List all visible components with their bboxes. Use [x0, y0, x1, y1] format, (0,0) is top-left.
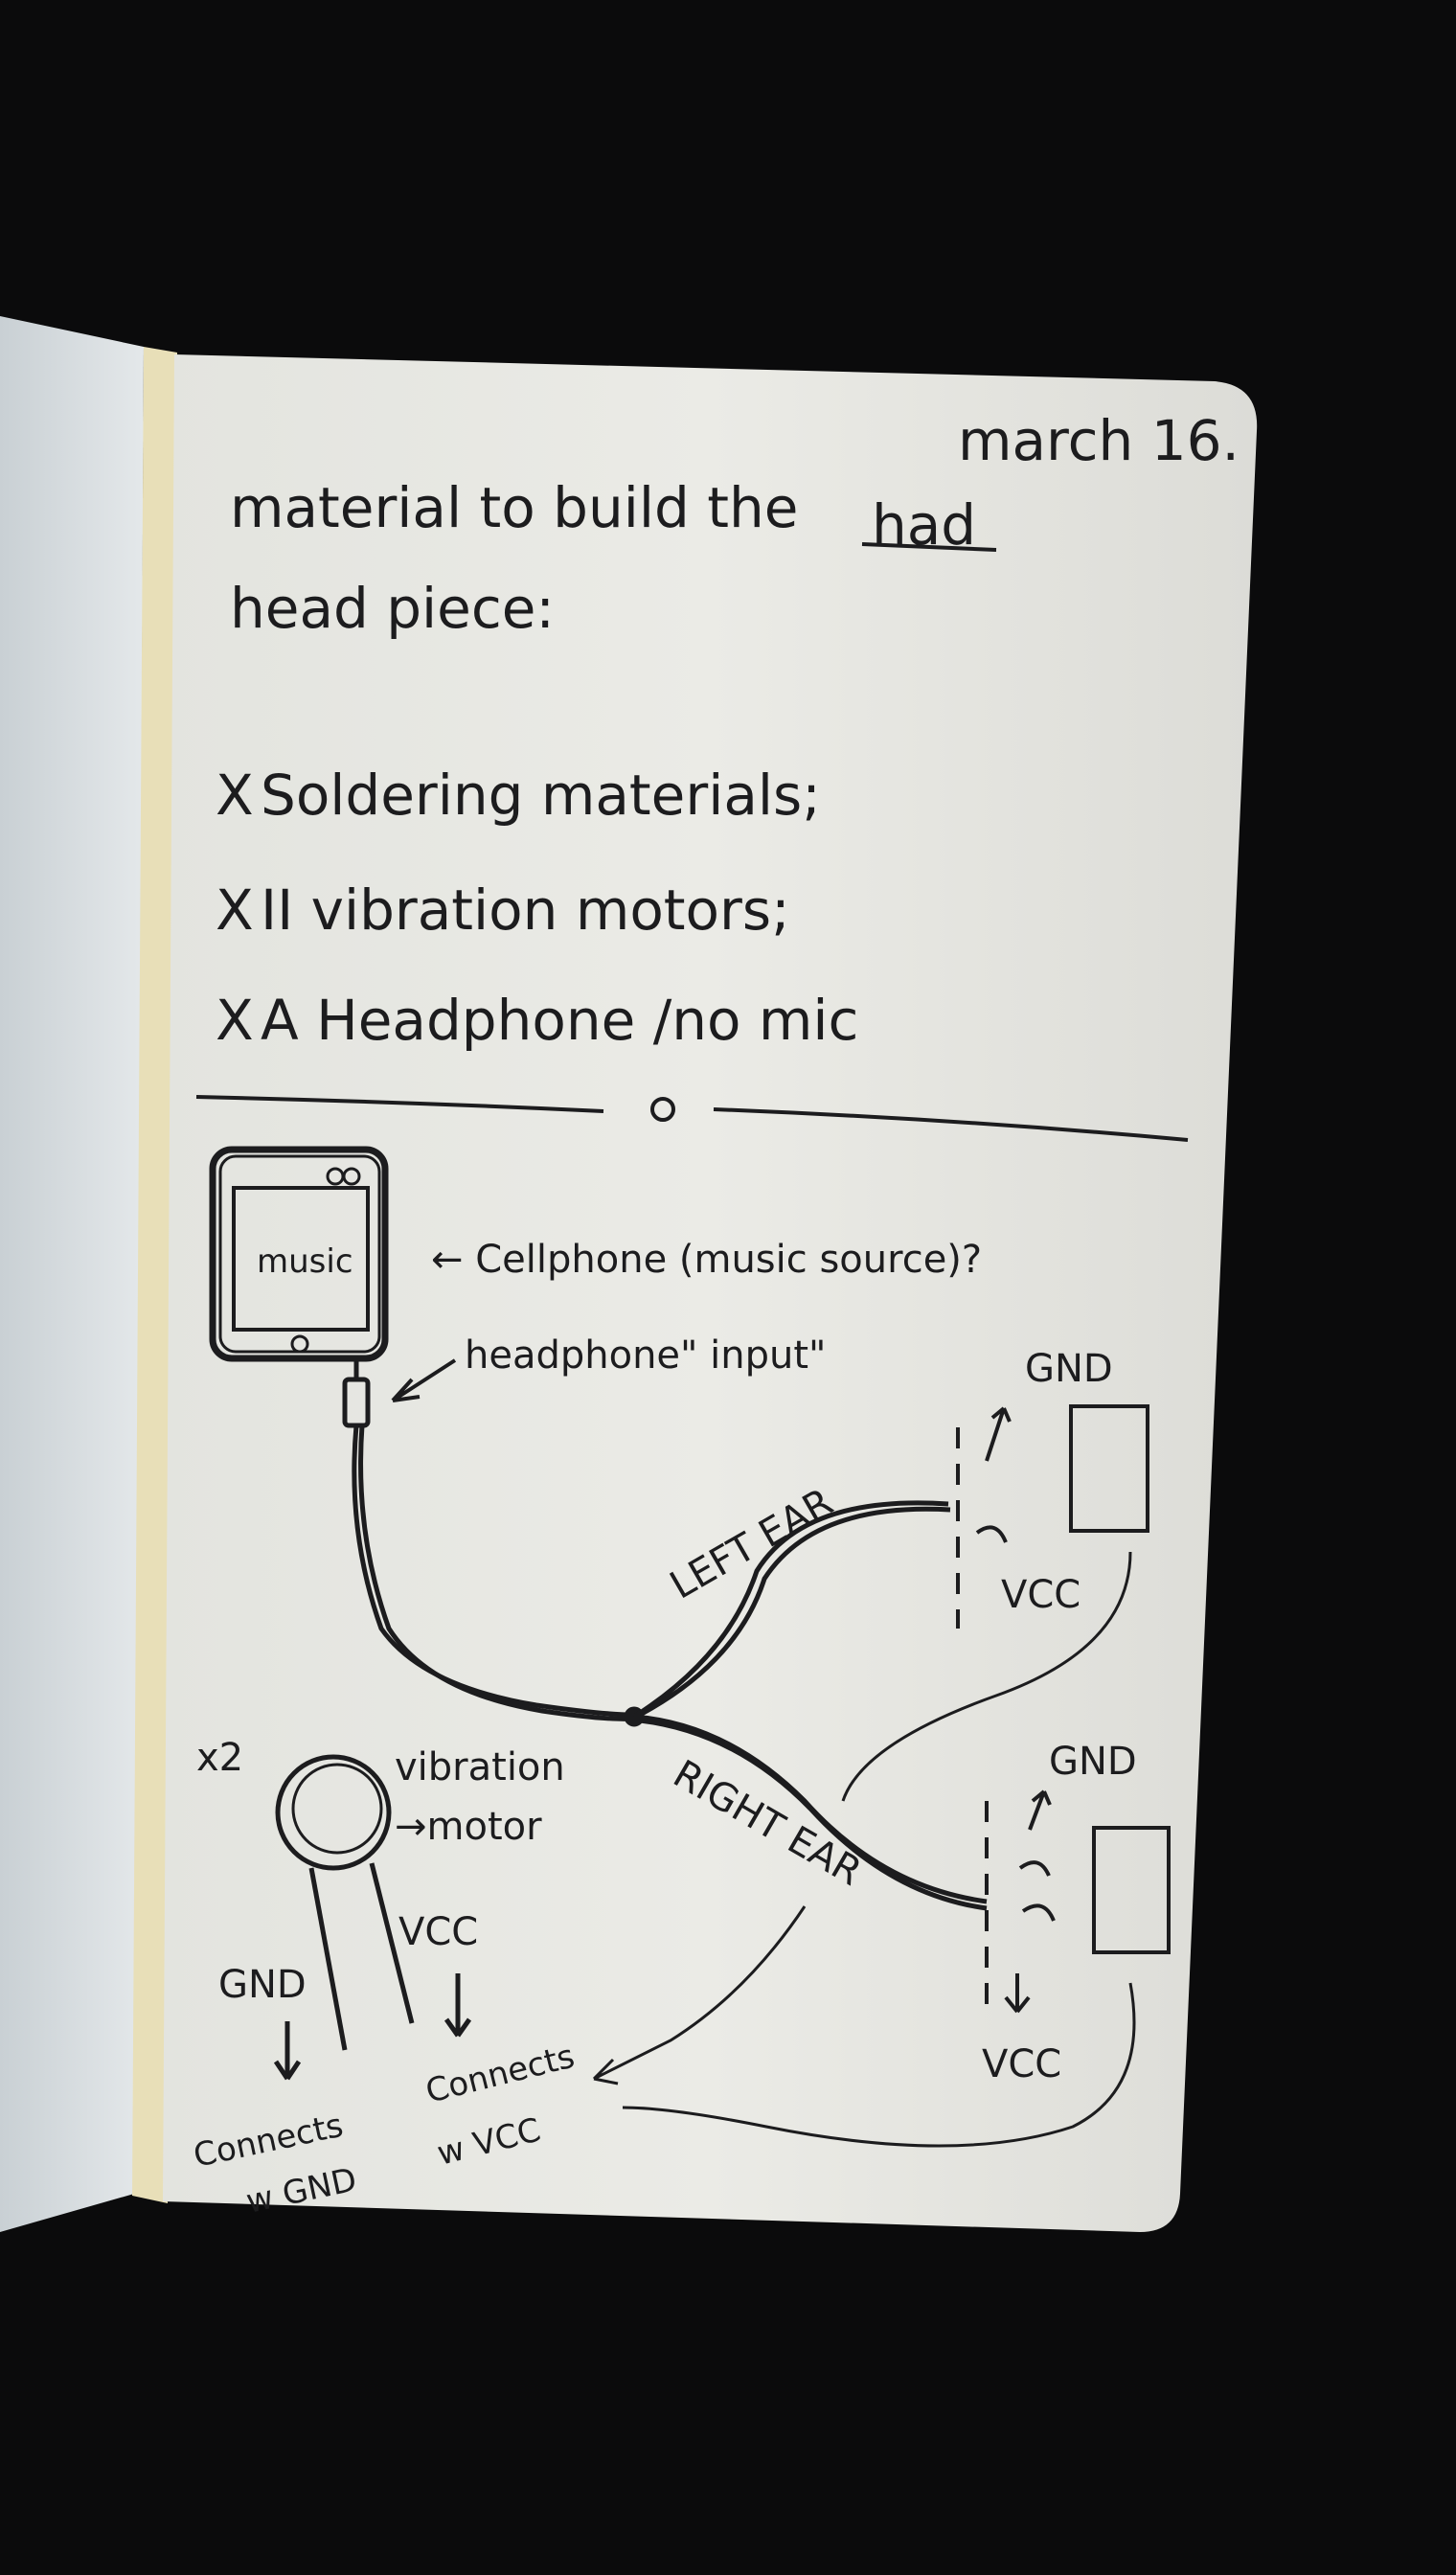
materials-list: X Soldering materials; X II vibration mo…	[216, 763, 858, 1053]
strikethrough-line	[861, 542, 997, 552]
right-vcc-label: VCC	[982, 2042, 1061, 2086]
vibration-motor-sketch	[273, 1754, 472, 2081]
motor-count-label: x2	[196, 1736, 243, 1780]
left-gnd-label: GND	[1025, 1347, 1113, 1391]
headphone-cable	[342, 1358, 988, 1911]
list-item-mark: X	[216, 877, 254, 943]
phone-screen-label: music	[257, 1242, 353, 1281]
list-item-mark: X	[216, 763, 254, 828]
right-gnd-label: GND	[1049, 1740, 1137, 1784]
list-item-mark: X	[216, 988, 254, 1053]
left-vcc-label: VCC	[1001, 1573, 1081, 1617]
input-arrow	[391, 1358, 457, 1402]
left-ear-connector	[956, 1404, 1149, 1629]
list-item: A Headphone /no mic	[261, 988, 858, 1053]
right-ear-connector	[985, 1789, 1171, 2014]
motor-label-line-1: vibration	[395, 1745, 565, 1789]
heading-line-1: material to build the	[230, 475, 798, 540]
input-caption: headphone" input"	[465, 1333, 826, 1378]
list-item: II vibration motors;	[261, 877, 790, 943]
page-date: march 16.	[958, 408, 1240, 473]
section-divider	[195, 1095, 1189, 1142]
motor-label-line-2: →motor	[395, 1805, 542, 1849]
notebook-page	[163, 354, 1258, 2232]
heading-line-2: head piece:	[230, 576, 555, 641]
motor-gnd-label: GND	[218, 1963, 307, 2007]
motor-vcc-label: VCC	[398, 1910, 478, 1954]
phone-sketch	[209, 1146, 389, 1362]
left-page	[0, 316, 144, 2232]
list-item: Soldering materials;	[261, 763, 821, 828]
vcc-wires	[592, 1551, 1136, 2148]
phone-caption: ← Cellphone (music source)?	[431, 1238, 982, 1282]
